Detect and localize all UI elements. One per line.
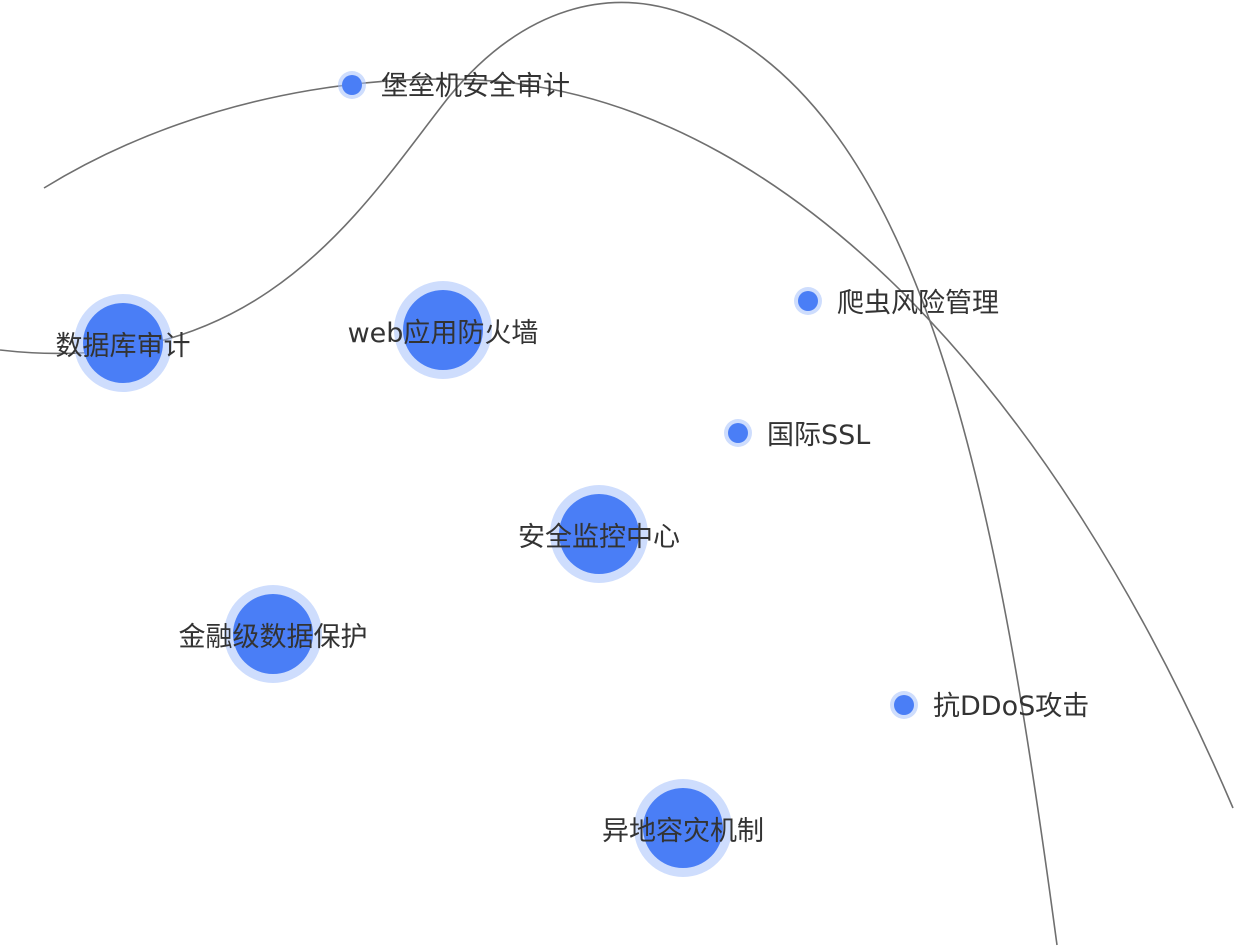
node-dot (403, 290, 483, 370)
node-bastion-audit[interactable]: 堡垒机安全审计 (338, 71, 570, 102)
edge-dbaudit-to-bottom (0, 1, 1058, 946)
node-dot (643, 788, 723, 868)
node-label: 国际SSL (767, 420, 870, 451)
node-label: 堡垒机安全审计 (381, 71, 570, 102)
node-label: 安全监控中心 (518, 522, 680, 553)
node-anti-ddos[interactable]: 抗DDoS攻击 (890, 691, 1089, 722)
node-dot (559, 494, 639, 574)
node-intl-ssl[interactable]: 国际SSL (724, 419, 870, 451)
node-geo-dr[interactable]: 异地容灾机制 (602, 779, 764, 877)
node-label: 数据库审计 (56, 331, 191, 362)
node-fin-data-protect[interactable]: 金融级数据保护 (179, 585, 368, 683)
node-crawler-risk[interactable]: 爬虫风险管理 (794, 287, 999, 319)
node-db-audit[interactable]: 数据库审计 (56, 294, 191, 392)
node-dot (342, 75, 362, 95)
edge-bastion-to-ddos-far (43, 78, 1234, 809)
node-label: 抗DDoS攻击 (933, 691, 1089, 722)
node-label: 金融级数据保护 (179, 622, 368, 653)
node-dot (233, 594, 313, 674)
node-dot (894, 695, 914, 715)
node-soc[interactable]: 安全监控中心 (518, 485, 680, 583)
node-dot (798, 291, 818, 311)
node-dot (728, 423, 748, 443)
node-label: 爬虫风险管理 (837, 288, 999, 319)
node-layer: 堡垒机安全审计 数据库审计 web应用防火墙 爬虫风险管理 国际SSL (56, 71, 1089, 877)
node-label: 异地容灾机制 (602, 816, 764, 847)
node-label: web应用防火墙 (348, 318, 539, 349)
node-waf[interactable]: web应用防火墙 (348, 281, 539, 379)
node-dot (83, 303, 163, 383)
